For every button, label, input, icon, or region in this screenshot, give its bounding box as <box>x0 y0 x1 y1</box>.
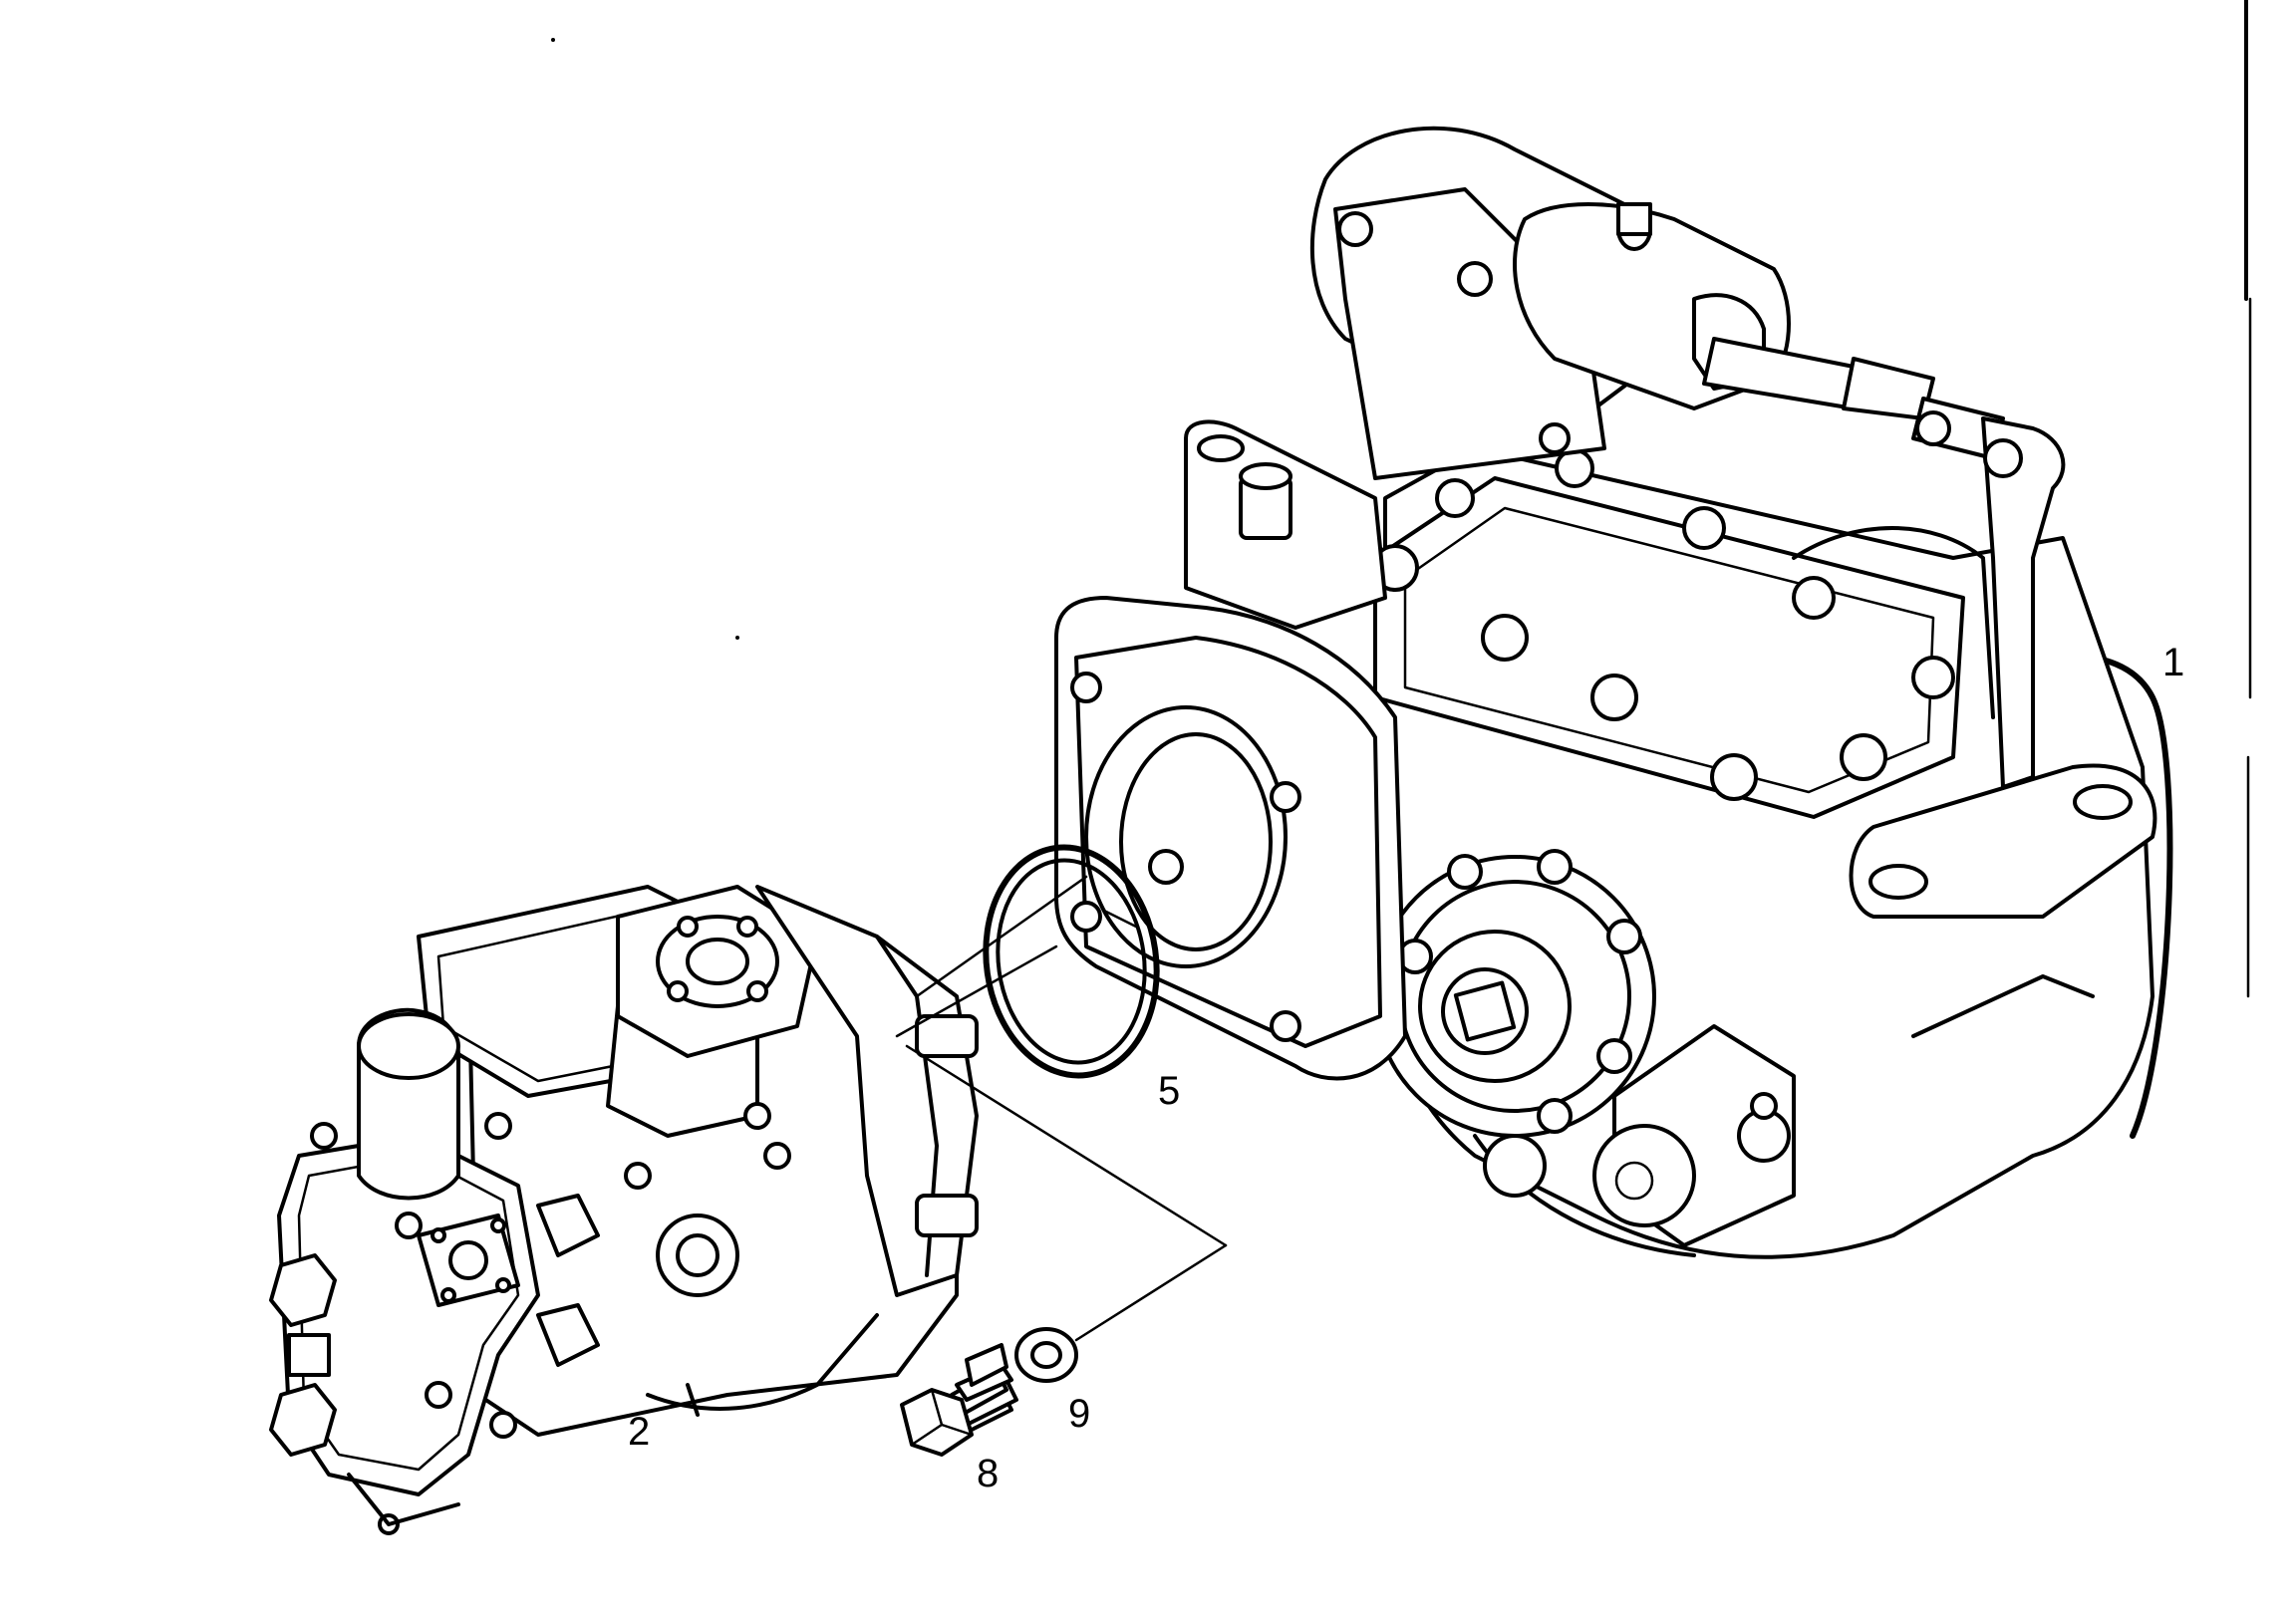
callout-2: 2 <box>628 1410 650 1454</box>
bolt <box>900 1343 1018 1457</box>
assembly-lines <box>895 875 1228 1342</box>
gearbox-lifting-lug <box>1184 419 1387 630</box>
callout-1: 1 <box>2162 641 2184 684</box>
gearbox-housing <box>1371 446 2173 1259</box>
hydraulic-pump <box>417 885 979 1437</box>
washer <box>1014 1327 1078 1383</box>
gearbox-mounting-face <box>1054 596 1407 1081</box>
o-ring <box>983 844 1160 1079</box>
shift-actuator <box>1309 126 2066 789</box>
pump-control-valve <box>269 1007 540 1535</box>
callout-labels: 1 2 5 8 9 <box>628 641 2184 1495</box>
callout-8: 8 <box>977 1452 999 1495</box>
page-edge-lines <box>2244 0 2252 998</box>
callout-9: 9 <box>1068 1392 1090 1436</box>
scan-specks <box>551 38 739 640</box>
callout-5: 5 <box>1158 1069 1180 1113</box>
